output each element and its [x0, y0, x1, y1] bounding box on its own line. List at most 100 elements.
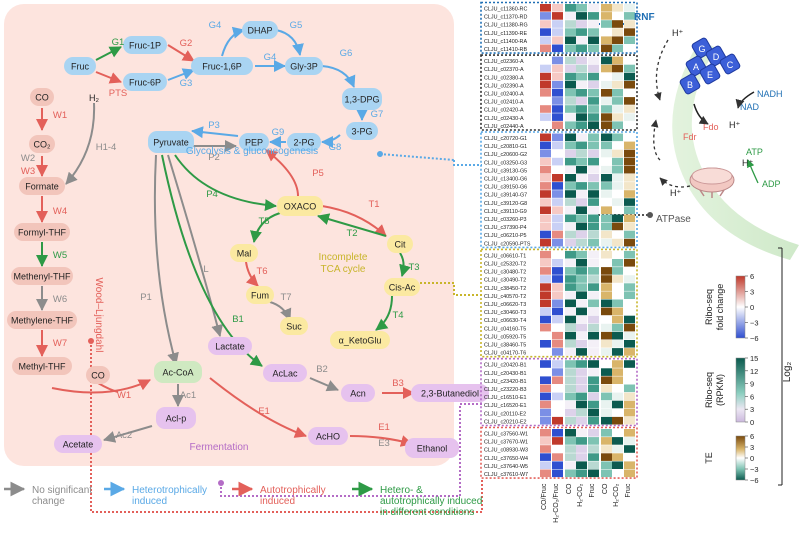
pathway-background: [4, 4, 454, 466]
edge-label-w6: W6: [53, 294, 67, 305]
heatmap-cell: [565, 445, 576, 453]
heatmap-cell: [612, 429, 623, 437]
rnf-g-label: G: [698, 44, 705, 54]
heatmap-cell: [552, 250, 563, 259]
edge-label-p2: P2: [208, 152, 220, 163]
heatmap-cell: [565, 12, 576, 20]
heatmap-cell: [588, 121, 599, 129]
edge-g1: [95, 46, 122, 61]
heatmap-cell: [540, 4, 551, 12]
heatmap-row: CLJU_c11390-RE: [484, 28, 635, 37]
heatmap-cell: [612, 437, 623, 445]
heatmap-cell: [576, 198, 587, 206]
heatmap-cell: [612, 36, 623, 44]
heatmap-cell: [601, 348, 612, 356]
heatmap-cell: [576, 275, 587, 283]
node-label-formyl: Formyl-THF: [18, 228, 66, 238]
heatmap-cell: [565, 360, 576, 368]
heatmap-cell: [576, 437, 587, 445]
heatmap-cell: [601, 416, 612, 425]
heatmap-cell: [624, 291, 635, 299]
heatmap-cell: [576, 291, 587, 299]
heatmap-row-label: CLJU_c20810-G1: [484, 144, 527, 150]
heatmap-cell: [565, 157, 576, 166]
heatmap-cell: [588, 437, 599, 445]
heatmap-cell: [624, 408, 635, 417]
heatmap-cell: [565, 453, 576, 461]
heatmap-cell: [565, 214, 576, 223]
heatmap-cell: [552, 190, 563, 198]
heatmap-cell: [601, 12, 612, 20]
heatmap-cell: [552, 182, 563, 190]
edge-t4: [375, 295, 393, 331]
edge-label-t3: T3: [408, 262, 419, 273]
heatmap-cell: [576, 283, 587, 291]
heatmap-cell: [588, 360, 599, 368]
heatmap-cell: [576, 307, 587, 316]
heatmap-row-label: CLJU_c02430-A: [484, 116, 524, 122]
heatmap-row: CLJU_c20430-B1: [484, 368, 635, 377]
node-label-cisac: Cis-Ac: [389, 283, 416, 293]
colorbar-tick: 3: [750, 405, 754, 414]
node-co_bot: CO: [86, 366, 110, 384]
heatmap-cell: [565, 72, 576, 81]
edge-label-pts: PTS: [109, 88, 127, 99]
heatmap-cell: [540, 360, 551, 368]
heatmap-cell: [588, 28, 599, 36]
colorbar-tick: 0: [750, 418, 754, 427]
heatmap-cell: [565, 36, 576, 44]
node-label-pep: PEP: [245, 138, 263, 148]
heatmap-cell: [612, 44, 623, 53]
heatmap-cell: [540, 408, 551, 417]
heatmap-cell: [565, 222, 576, 231]
colorbar-subtitle: (RPKM): [715, 374, 725, 406]
rnf-label: RNF: [634, 12, 655, 23]
heatmap-group-atpase: CLJU_c02360-ACLJU_c02370-ACLJU_c02380-AC…: [480, 54, 638, 131]
heatmap-cell: [576, 80, 587, 89]
legend-label: Heterotrophically: [132, 485, 207, 496]
heatmap-cell: [552, 89, 563, 97]
heatmap-cell: [540, 469, 551, 478]
heatmap-row-label: CLJU_c39120-G8: [484, 201, 527, 207]
heatmap-cell: [565, 149, 576, 158]
heatmap-cell: [588, 190, 599, 198]
heatmap-cell: [576, 331, 587, 340]
heatmap-cell: [552, 267, 563, 275]
heatmap-cell: [612, 20, 623, 28]
heatmap-row: CLJU_c37640-W5: [484, 461, 635, 470]
heatmap-row: CLJU_c23220-B3: [484, 384, 635, 393]
heatmap-row-label: CLJU_c16520-E1: [484, 403, 527, 409]
node-label-pg2: 2-PG: [293, 138, 314, 148]
heatmap-cell: [624, 283, 635, 291]
heatmap-cell: [576, 238, 587, 247]
heatmap-cell: [588, 408, 599, 417]
heatmap-cell: [588, 165, 599, 174]
heatmap-cell: [565, 56, 576, 65]
heatmap-group-border: [480, 131, 638, 249]
heatmap-cell: [552, 121, 563, 129]
heatmap-group-tca: CLJU_c06610-T1CLJU_c25320-T2CLJU_c30480-…: [480, 248, 638, 358]
node-label-acoa: Ac-CoA: [162, 368, 193, 378]
edge-label-t6: T6: [256, 266, 267, 277]
heatmap-cell: [552, 299, 563, 308]
heatmap-row-label: CLJU_c37610-W7: [484, 472, 528, 478]
node-label-suc: Suc: [286, 322, 302, 332]
edge-p1: [153, 154, 179, 365]
edge-g6: [321, 65, 356, 88]
edge-label-g5: G5: [290, 20, 303, 31]
section-label-wood: Wood–Ljungdahl: [93, 278, 104, 353]
heatmap-cell: [552, 64, 563, 73]
heatmap-cell: [588, 182, 599, 190]
heatmap-cell: [588, 113, 599, 121]
heatmap-row: CLJU_c02380-A: [484, 72, 635, 81]
colorbar-title: TE: [704, 452, 714, 464]
node-co_top: CO: [30, 88, 54, 106]
heatmap-row: CLJU_c25320-T2: [484, 259, 635, 268]
heatmap-cell: [576, 165, 587, 174]
edge-p5: [265, 149, 299, 197]
node-label-dhap: DHAP: [247, 26, 272, 36]
heatmap-cell: [540, 149, 551, 158]
heatmap-cell: [576, 190, 587, 198]
heatmap-cell: [588, 97, 599, 105]
